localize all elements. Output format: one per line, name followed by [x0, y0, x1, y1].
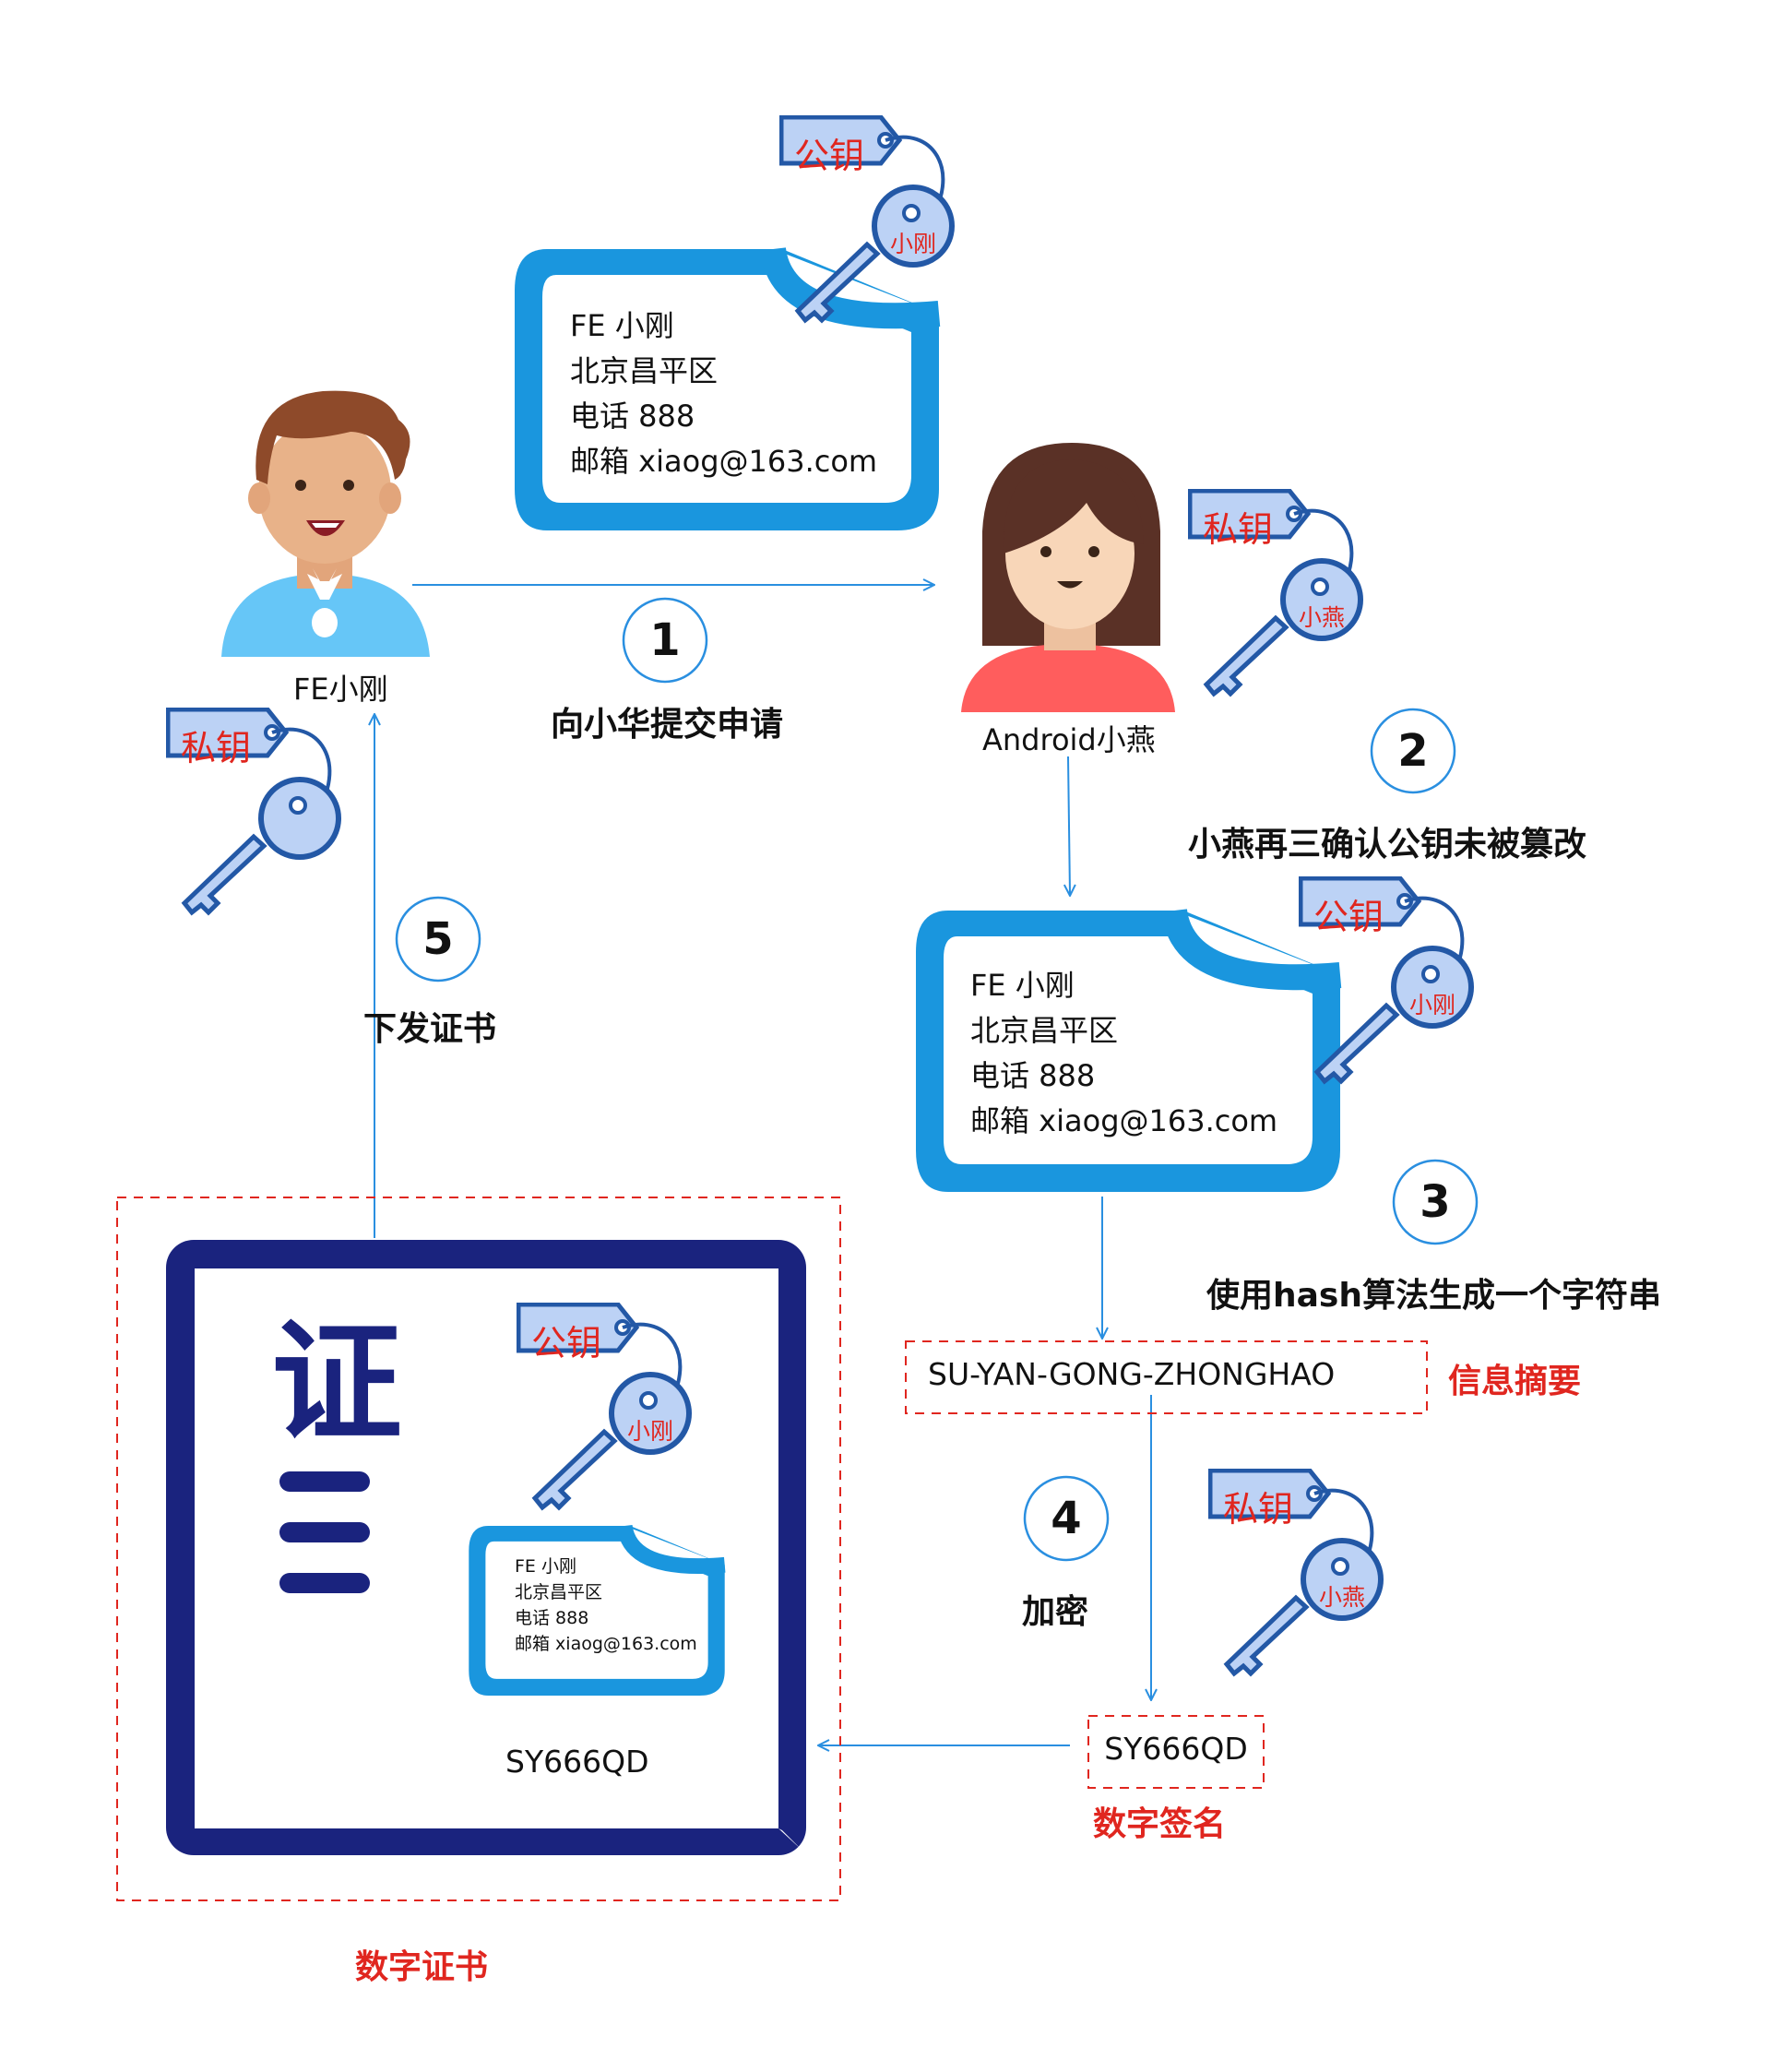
key-owner-label-2: 小燕 — [1299, 604, 1346, 631]
tag-label-private-2: 私钥 — [181, 728, 252, 768]
step-3-label: 使用hash算法生成一个字符串 — [1206, 1277, 1661, 1315]
android-xiaoyan-name: Android小燕 — [982, 722, 1156, 757]
signature-label: 数字签名 — [1093, 1805, 1227, 1843]
key-owner-label-1: 小刚 — [890, 231, 937, 257]
cert-bar-1 — [279, 1471, 370, 1492]
key-owner-label-3: 小刚 — [1409, 992, 1456, 1018]
signature-value: SY666QD — [1104, 1731, 1248, 1767]
fe-xiaogang-name: FE小刚 — [293, 672, 388, 707]
tag-label-public-3: 公钥 — [531, 1323, 602, 1363]
arrow-step-2 — [1068, 756, 1070, 895]
step-2-number: 2 — [1397, 725, 1429, 777]
step-5-circle — [395, 896, 481, 982]
fe-xiaogang-avatar — [221, 390, 430, 657]
step-4-label: 加密 — [1022, 1593, 1089, 1631]
step-4-number: 4 — [1051, 1493, 1082, 1544]
step-5-number: 5 — [422, 913, 454, 965]
step-4-circle — [1023, 1475, 1110, 1562]
doc2-line-4: 邮箱 xiaog@163.com — [970, 1103, 1278, 1138]
step-1-circle — [622, 597, 708, 684]
document-in-certificate — [469, 1526, 724, 1696]
digest-label: 信息摘要 — [1448, 1363, 1582, 1400]
step-5-label: 下发证书 — [363, 1010, 497, 1048]
document-received — [916, 911, 1340, 1192]
doc3-line-3: 电话 888 — [515, 1608, 589, 1628]
tag-label-public-1: 公钥 — [794, 136, 865, 176]
cert-bar-3 — [279, 1573, 370, 1593]
doc3-line-4: 邮箱 xiaog@163.com — [515, 1634, 697, 1654]
key-owner-label-5: 小燕 — [1319, 1584, 1366, 1611]
key-owner-label-4: 小刚 — [627, 1418, 674, 1445]
step-3-circle — [1392, 1159, 1479, 1245]
step-3-number: 3 — [1420, 1176, 1451, 1228]
doc3-line-1: FE 小刚 — [515, 1556, 576, 1577]
doc2-line-3: 电话 888 — [970, 1058, 1096, 1093]
cert-signature: SY666QD — [505, 1744, 649, 1780]
doc1-line-1: FE 小刚 — [570, 308, 674, 343]
doc1-line-4: 邮箱 xiaog@163.com — [570, 444, 878, 479]
signature-box — [1087, 1715, 1265, 1789]
cert-glyph: 证 — [271, 1307, 402, 1459]
tag-label-private-1: 私钥 — [1203, 509, 1274, 550]
android-xiaoyan-avatar — [961, 443, 1175, 712]
doc1-line-3: 电话 888 — [570, 399, 695, 434]
doc1-line-2: 北京昌平区 — [570, 353, 719, 388]
cert-bar-2 — [279, 1522, 370, 1542]
step-1-number: 1 — [649, 614, 681, 666]
digest-box — [905, 1340, 1428, 1414]
doc3-line-2: 北京昌平区 — [515, 1582, 603, 1602]
step-2-circle — [1370, 708, 1456, 794]
doc2-line-1: FE 小刚 — [970, 968, 1075, 1003]
doc2-line-2: 北京昌平区 — [970, 1013, 1119, 1048]
step-2-label: 小燕再三确认公钥未被篡改 — [1188, 826, 1587, 863]
tag-label-private-3: 私钥 — [1223, 1489, 1294, 1530]
tag-label-public-2: 公钥 — [1313, 897, 1384, 937]
digest-value: SU-YAN-GONG-ZHONGHAO — [928, 1356, 1336, 1392]
certificate-label: 数字证书 — [355, 1948, 489, 1986]
step-1-label: 向小华提交申请 — [551, 706, 784, 744]
